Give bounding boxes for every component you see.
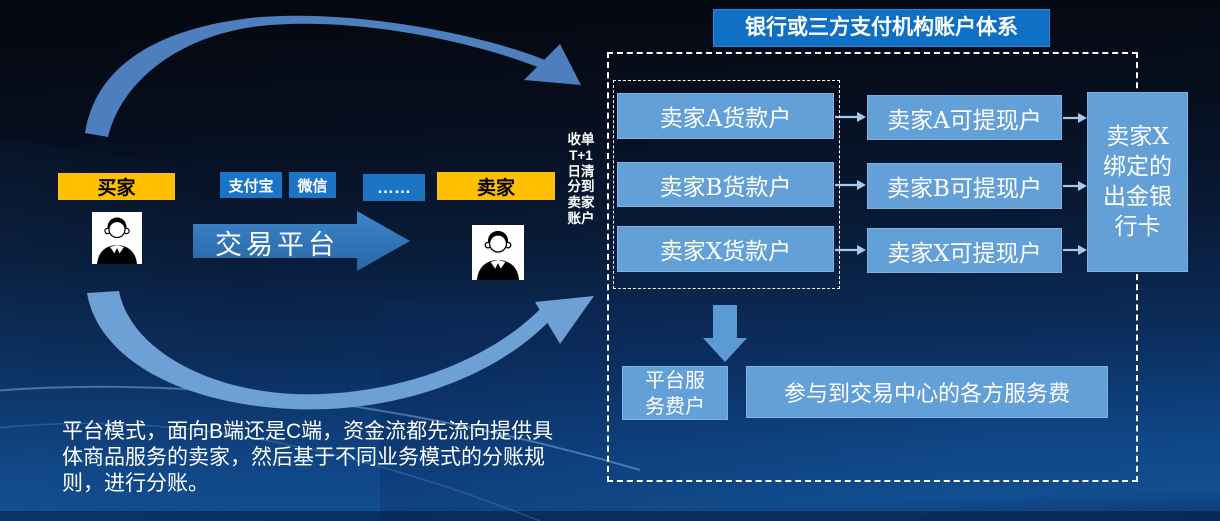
withdraw-account-b: 卖家B可提现户 [867,163,1062,209]
seller-label: 卖家 [437,172,555,200]
bank-card-box: 卖家X绑定的出金银行卡 [1087,92,1188,272]
background-bottom-band [0,511,1220,521]
bottom-curved-arrow [87,291,594,410]
payment-method-others: …… [363,174,425,201]
caption-text: 平台模式，面向B端还是C端，资金流都先流向提供具体商品服务的卖家，然后基于不同业… [62,420,554,495]
goods-account-b: 卖家B货款户 [617,162,834,207]
payment-method-wechat: 微信 [289,172,336,198]
platform-arrow-label: 交易平台 [215,230,339,261]
payment-method-alipay: 支付宝 [220,172,282,198]
buyer-person-icon [92,212,142,264]
account-system-title: 银行或三方支付机构账户体系 [713,9,1050,47]
seller-person-icon [472,225,524,280]
clearing-note: 收单 T+1 日清 分到 卖家 账户 [567,132,595,226]
goods-account-a: 卖家A货款户 [617,93,834,139]
buyer-label: 买家 [58,173,175,200]
service-fee-note-box: 参与到交易中心的各方服务费 [746,366,1108,418]
goods-account-x: 卖家X货款户 [617,226,834,272]
withdraw-account-x: 卖家X可提现户 [867,228,1062,273]
top-curved-arrow [85,15,581,138]
withdraw-account-a: 卖家A可提现户 [867,95,1062,140]
platform-fee-account-box: 平台服务费户 [622,366,728,420]
